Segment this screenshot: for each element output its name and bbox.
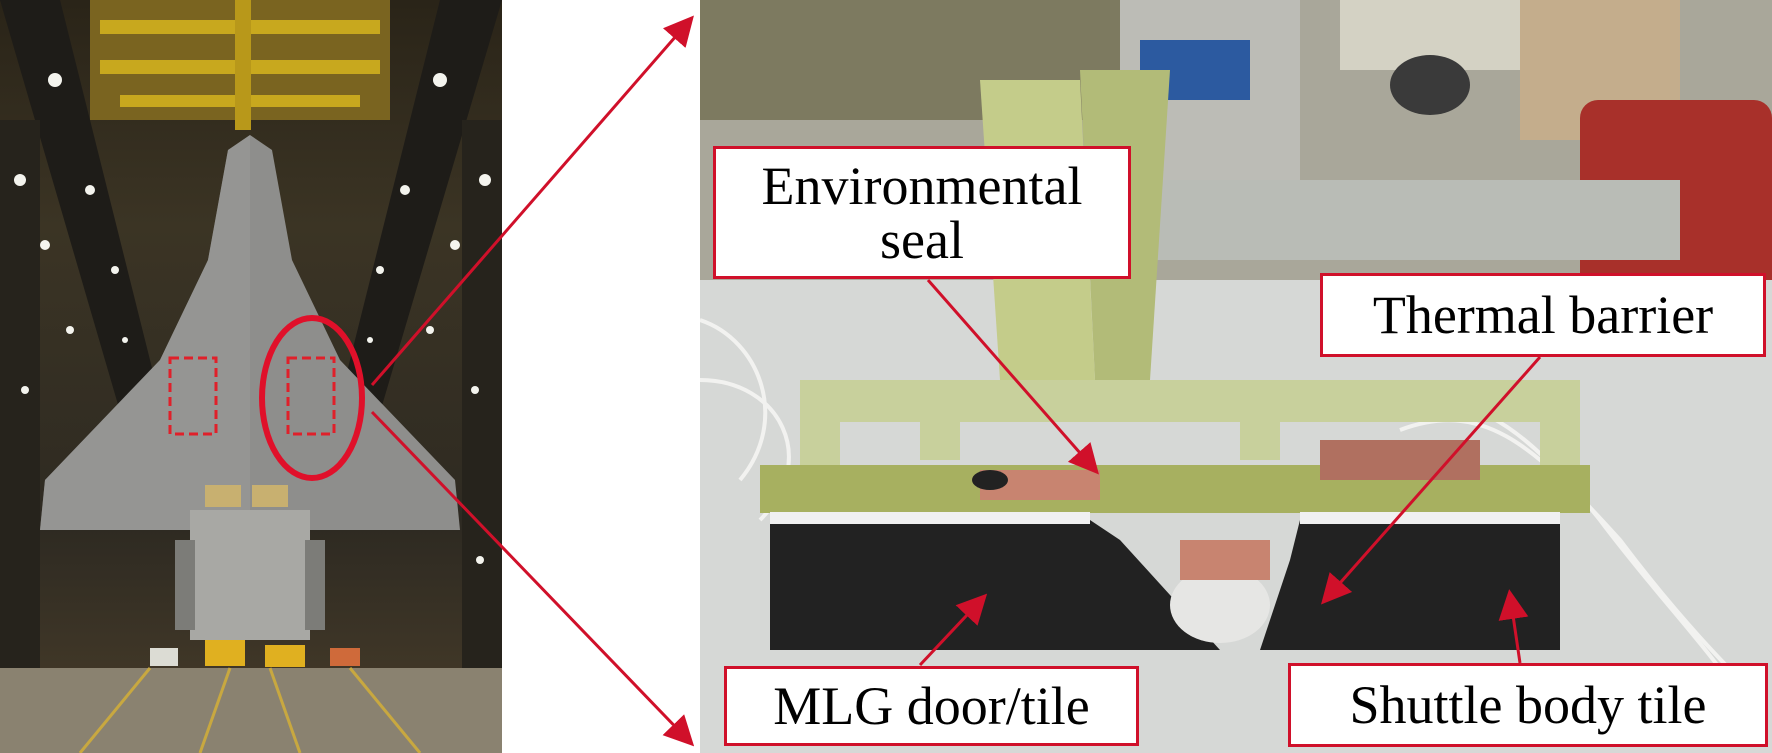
- test-fixture-photo: [700, 0, 1772, 753]
- shuttle-body-tile-label-text: Shuttle body tile: [1349, 675, 1707, 735]
- shuttle-hangar-photo: [0, 0, 502, 753]
- environmental-seal-label-line1: Environmental: [761, 155, 1083, 216]
- environmental-seal-label-line2: seal: [880, 209, 964, 270]
- thermal-barrier-label-text: Thermal barrier: [1372, 285, 1714, 345]
- shuttle-body-tile-label: Shuttle body tile: [1288, 663, 1768, 747]
- mlg-door-tile-label-text: MLG door/tile: [773, 676, 1090, 736]
- thermal-barrier-label: Thermal barrier: [1320, 273, 1766, 357]
- mlg-door-tile-label: MLG door/tile: [724, 666, 1139, 746]
- environmental-seal-label: Environmental seal: [713, 146, 1131, 279]
